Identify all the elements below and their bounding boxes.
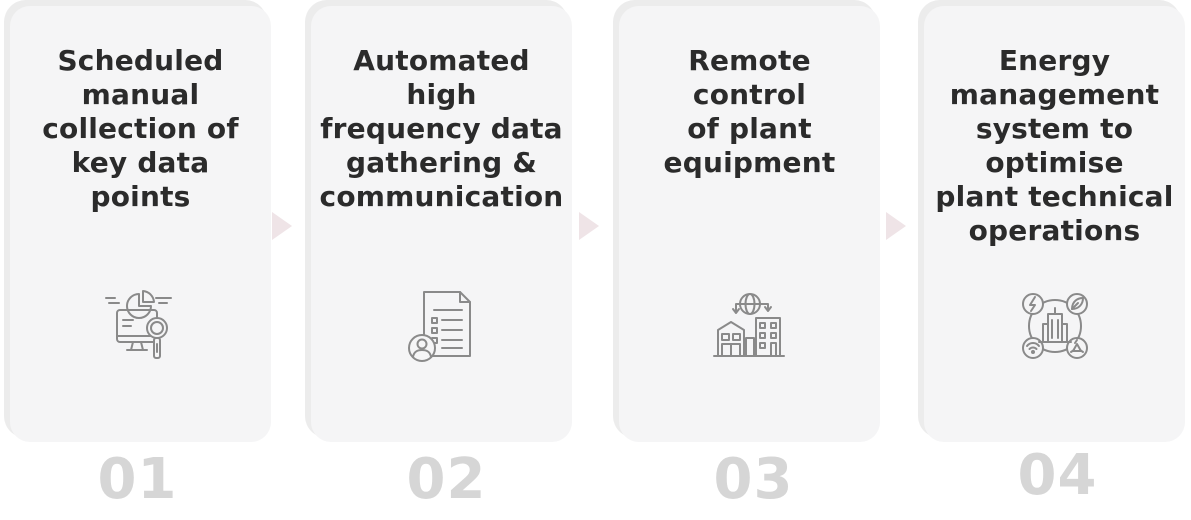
remote-plant-icon bbox=[712, 288, 788, 364]
energy-system-icon bbox=[1017, 288, 1093, 364]
card-face bbox=[619, 6, 880, 442]
step-title: Automated high frequency data gathering … bbox=[319, 44, 564, 213]
step-card-1: Scheduled manual collection of key data … bbox=[4, 0, 271, 442]
step-number-4: 04 bbox=[1017, 443, 1098, 508]
step-card-2: Automated high frequency data gathering … bbox=[305, 0, 572, 442]
card-face bbox=[924, 6, 1185, 442]
card-face bbox=[10, 6, 271, 442]
step-title: Remote control of plant equipment bbox=[663, 44, 836, 179]
step-title: Scheduled manual collection of key data … bbox=[42, 44, 239, 213]
card-face bbox=[311, 6, 572, 442]
step-number-3: 03 bbox=[713, 447, 794, 512]
step-arrow-2 bbox=[579, 212, 599, 240]
step-number-1: 01 bbox=[97, 447, 178, 512]
step-title: Energy management system to optimise pla… bbox=[935, 44, 1174, 247]
step-arrow-3 bbox=[886, 212, 906, 240]
step-number-2: 02 bbox=[406, 447, 487, 512]
step-card-3: Remote control of plant equipment bbox=[613, 0, 880, 442]
data-analysis-icon bbox=[103, 288, 179, 364]
step-card-4: Energy management system to optimise pla… bbox=[918, 0, 1185, 442]
step-arrow-1 bbox=[272, 212, 292, 240]
document-user-icon bbox=[404, 288, 480, 364]
